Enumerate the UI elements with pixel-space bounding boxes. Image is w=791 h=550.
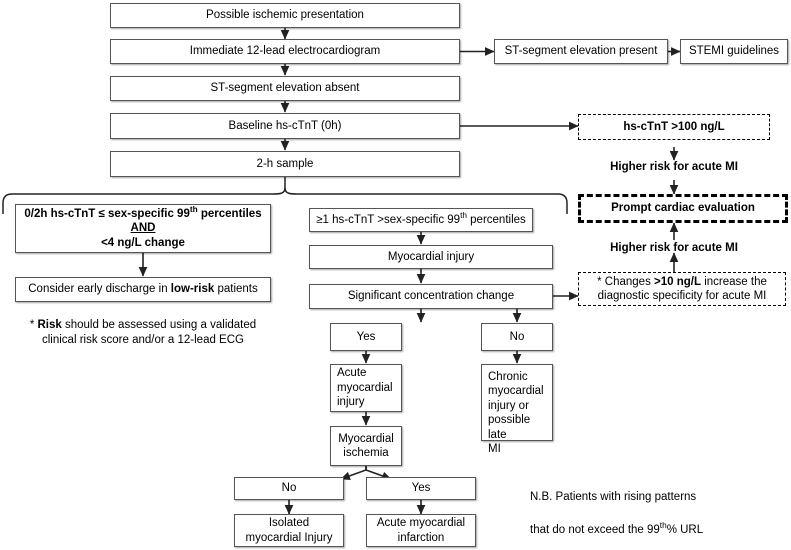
label-higher-risk-bottom: Higher risk for acute MI [610,242,738,254]
node-label: Yes [356,330,376,343]
node-label: Possible ischemic presentation [206,9,364,22]
risk-bold: Risk [37,319,62,331]
nb-line-1: N.B. Patients with rising patterns [530,490,697,503]
node-label: Prompt cardiac evaluation [611,202,755,215]
node-acute-myocardial-injury[interactable]: Acute myocardial injury [330,364,402,412]
node-myocardial-injury[interactable]: Myocardial injury [309,245,553,269]
node-immediate-ecg[interactable]: Immediate 12-lead electrocardiogram [110,39,460,64]
node-st-segment-elevation-absent[interactable]: ST-segment elevation absent [110,76,460,101]
node-significant-concentration-change[interactable]: Significant concentration change [309,284,553,309]
node-yes-ischemia[interactable]: Yes [366,477,476,500]
criteria-line-and: AND [130,222,156,235]
low-risk-bold: low-risk [170,283,215,296]
node-label: Isolated myocardial Injury [245,517,333,544]
node-label: ST-segment elevation absent [210,82,360,95]
note-nb-rising-patterns: N.B. Patients with rising patterns that … [530,472,788,550]
node-st-segment-elevation-present[interactable]: ST-segment elevation present [494,39,668,64]
node-low-risk-criteria[interactable]: 0/2h hs-cTnT ≤ sex-specific 99th percent… [15,204,271,253]
node-label: ≥1 hs-cTnT >sex-specific 99th percentile… [316,210,526,226]
node-label: Immediate 12-lead electrocardiogram [189,45,381,58]
nb-line-2: that do not exceed the 99th% URL [530,521,704,537]
node-label: Consider early discharge in low-risk pat… [28,283,258,296]
node-label: No [509,330,525,343]
node-label: 2-h sample [256,157,314,170]
node-no-significant-change[interactable]: No [481,323,553,351]
criteria-line-3: <4 ng/L change [101,236,185,249]
node-label: Baseline hs-cTnT (0h) [228,119,342,132]
node-hs-ctnt-over-100[interactable]: hs-cTnT >100 ng/L [578,114,770,140]
node-chronic-myocardial-injury[interactable]: Chronic myocardial injury or possible la… [481,364,553,455]
node-no-ischemia[interactable]: No [234,477,344,500]
node-label: ST-segment elevation present [504,45,658,58]
changes-threshold-bold: >10 ng/L [654,275,702,288]
node-yes-significant-change[interactable]: Yes [330,323,402,351]
node-label: Acute myocardial injury [337,367,393,409]
node-possible-ischemic-presentation[interactable]: Possible ischemic presentation [110,3,460,28]
node-consider-early-discharge[interactable]: Consider early discharge in low-risk pat… [15,277,271,302]
note-risk-assessment: * Risk should be assessed using a valida… [29,319,257,347]
node-isolated-myocardial-injury[interactable]: Isolated myocardial Injury [234,514,344,547]
node-myocardial-ischemia[interactable]: Myocardial ischemia [330,426,402,466]
node-2h-sample[interactable]: 2-h sample [110,151,460,177]
node-prompt-cardiac-evaluation[interactable]: Prompt cardiac evaluation [578,194,788,223]
node-label: Myocardial injury [387,250,475,263]
node-label: Chronic myocardial injury or possible la… [488,371,544,455]
node-baseline-hs-ctnt[interactable]: Baseline hs-cTnT (0h) [110,113,460,139]
node-stemi-guidelines[interactable]: STEMI guidelines [680,39,788,64]
node-label: * Changes >10 ng/L increase the diagnost… [597,275,767,302]
node-label: Myocardial ischemia [338,432,394,459]
node-label: No [281,482,297,495]
node-label: hs-cTnT >100 ng/L [623,120,725,133]
node-label: Significant concentration change [347,290,515,303]
node-at-least-one-over-99th[interactable]: ≥1 hs-cTnT >sex-specific 99th percentile… [309,208,533,232]
label-higher-risk-top: Higher risk for acute MI [610,161,738,173]
node-acute-myocardial-infarction[interactable]: Acute myocardial infarction [366,514,476,547]
node-label: Acute myocardial infarction [376,517,466,544]
criteria-line-1: 0/2h hs-cTnT ≤ sex-specific 99th percent… [24,205,262,220]
node-label: Yes [411,482,431,495]
node-changes-over-10-note[interactable]: * Changes >10 ng/L increase the diagnost… [578,272,786,306]
node-label: STEMI guidelines [688,45,780,58]
